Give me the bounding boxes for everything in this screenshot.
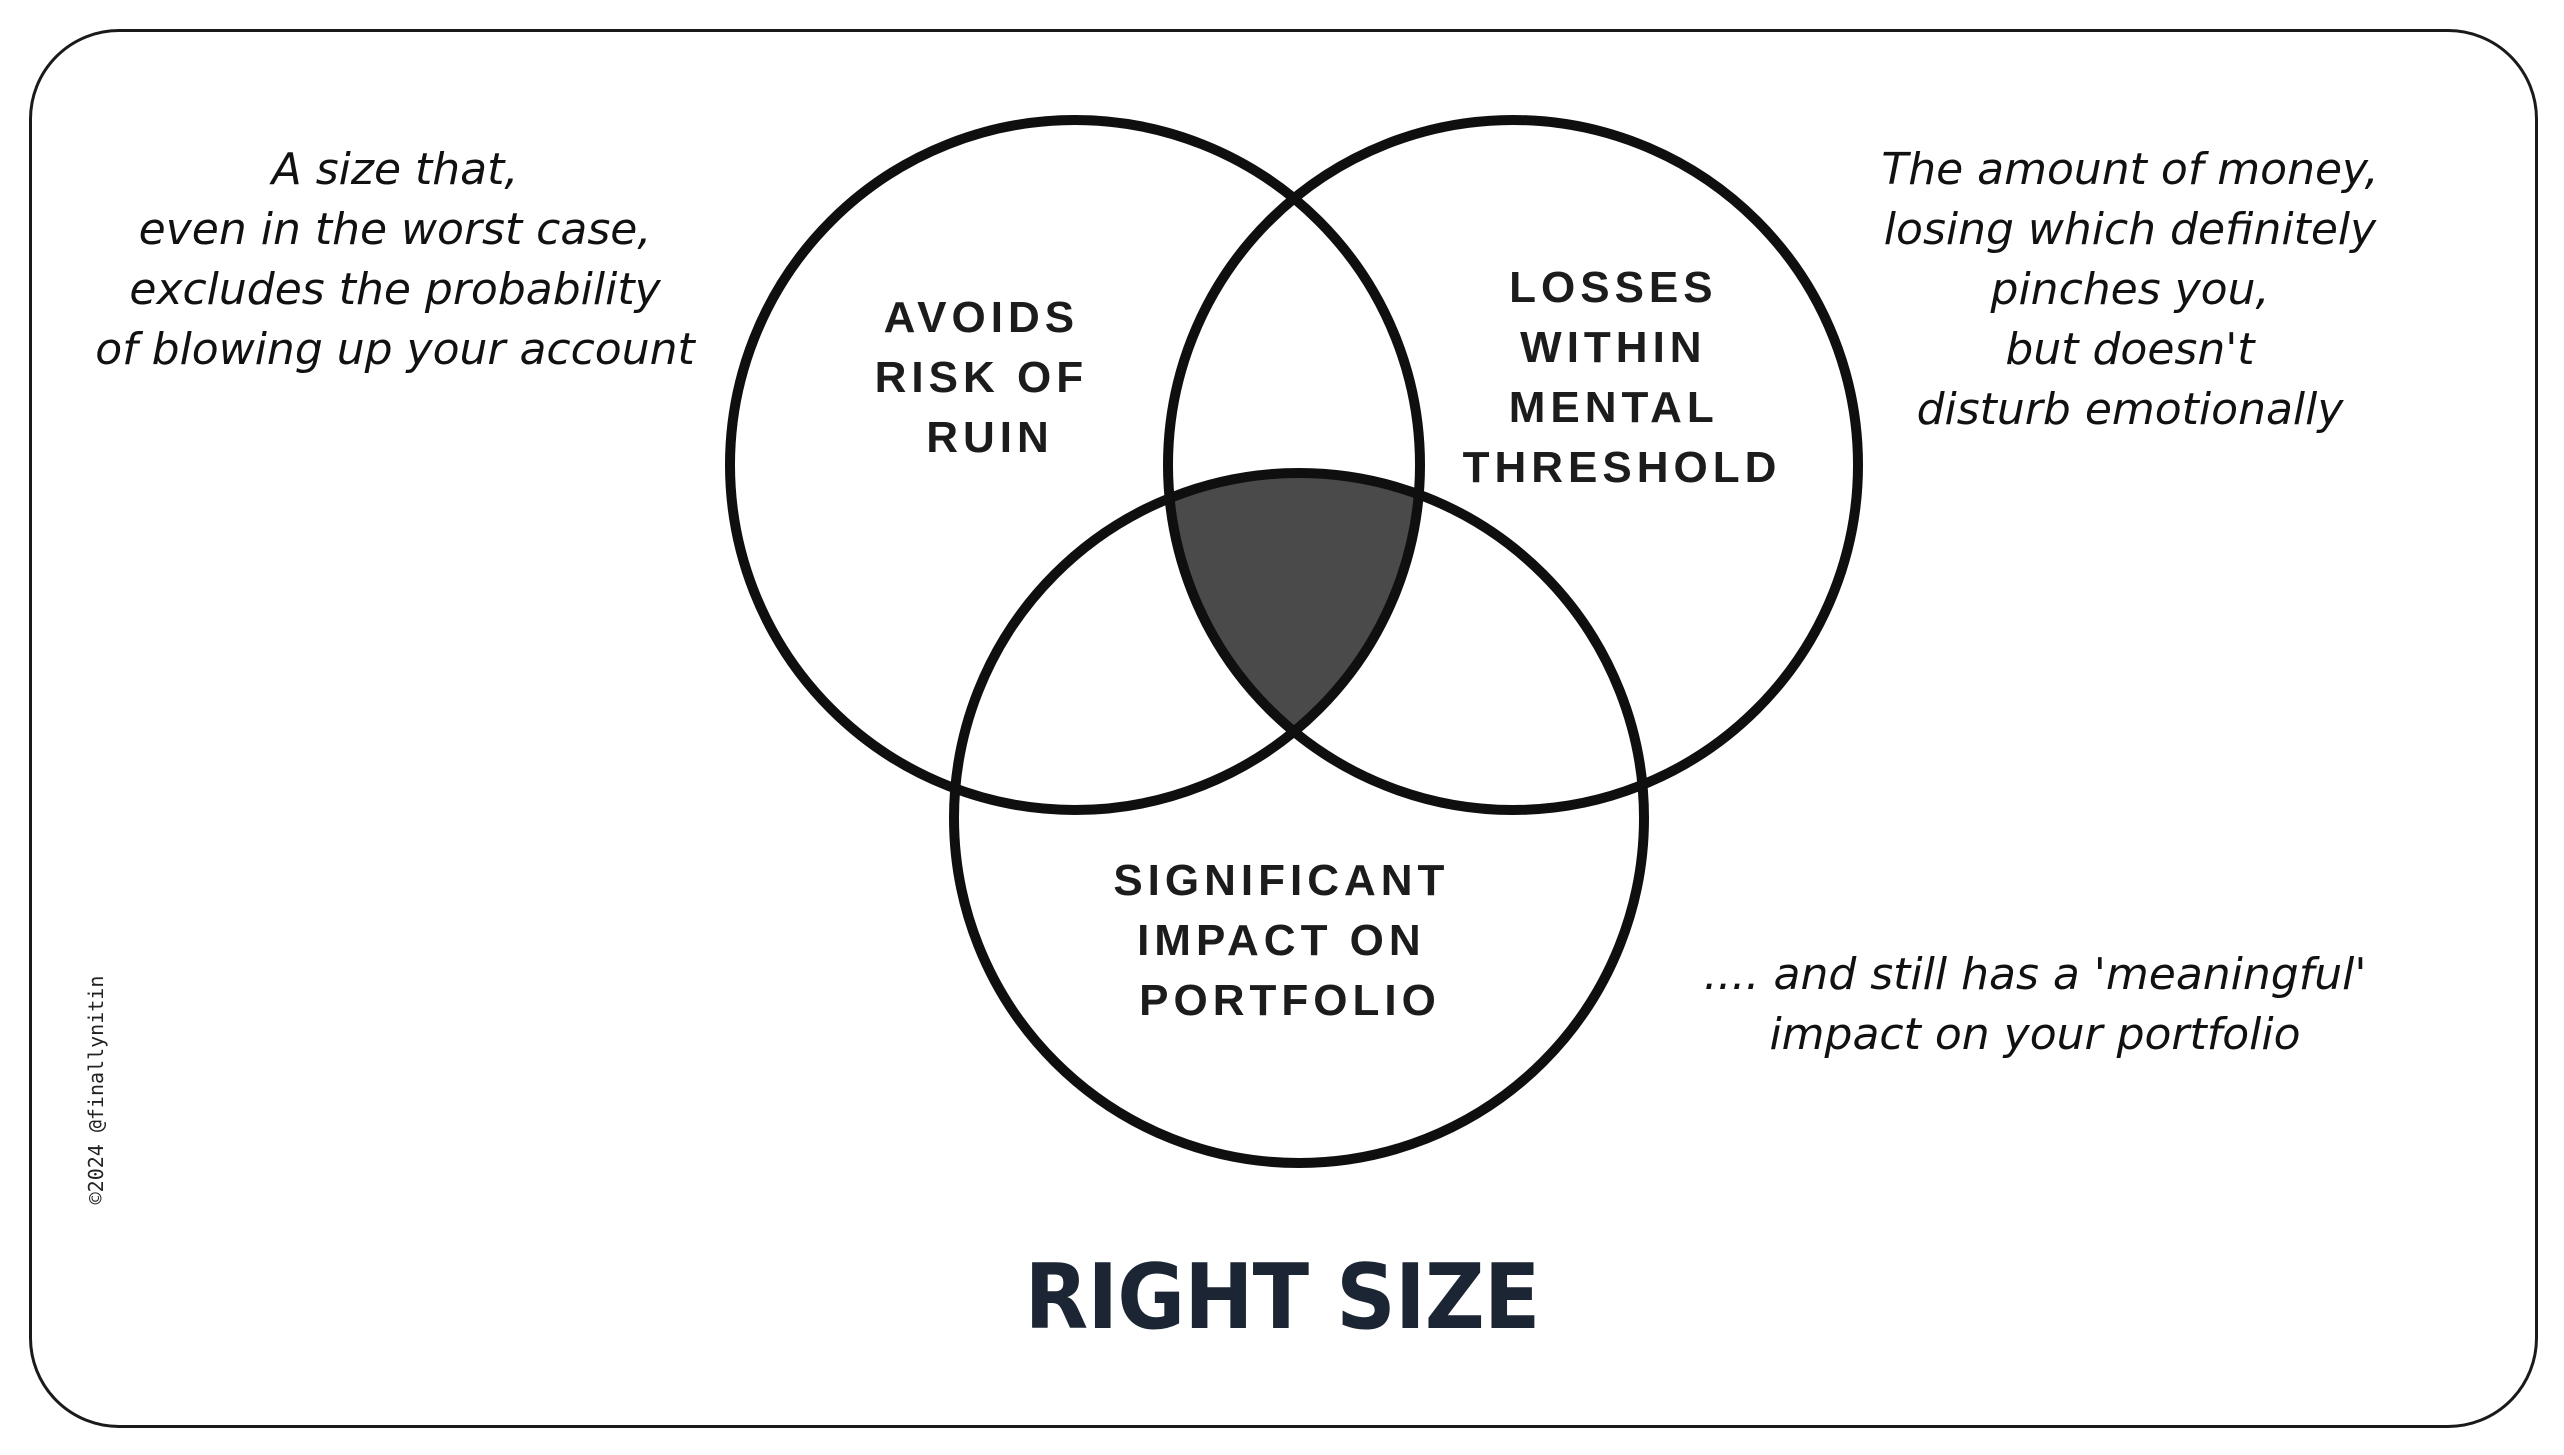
page-title: RIGHT SIZE [1024,1245,1541,1350]
label-line: RISK OF [875,353,1088,402]
annotation-right: The amount of money, losing which defini… [1850,140,2410,440]
circle-significant-impact-on-portfolio [949,468,1649,1168]
circle-losses-within-mental-threshold [1163,115,1863,815]
annotation-line: impact on your portfolio [1769,1009,2301,1060]
label-avoids-risk-of-ruin: AVOIDS RISK OF RUIN [875,293,1106,462]
annotation-line: disturb emotionally [1916,384,2344,435]
annotation-line: pinches you, [1990,264,2270,315]
label-line: THRESHOLD [1463,443,1782,492]
label-significant-impact-on-portfolio: SIGNIFICANT IMPACT ON PORTFOLIO [1113,856,1466,1025]
label-line: SIGNIFICANT [1113,856,1449,905]
annotation-bottom: .... and still has a 'meaningful' impact… [1655,945,2415,1065]
label-losses-within-mental-threshold: LOSSES WITHIN MENTAL THRESHOLD [1463,263,1782,492]
annotation-line: The amount of money, [1881,144,2379,195]
annotation-left: A size that, even in the worst case, exc… [70,140,720,380]
annotation-line: of blowing up your account [95,324,695,375]
label-line: IMPACT ON [1137,916,1426,965]
label-line: PORTFOLIO [1139,976,1441,1025]
annotation-line: excludes the probability [129,264,661,315]
label-line: AVOIDS [884,293,1079,342]
rounded-frame [29,29,2538,1428]
annotation-line: even in the worst case, [138,204,652,255]
annotation-line: A size that, [271,144,519,195]
label-line: RUIN [926,413,1054,462]
label-line: WITHIN [1520,323,1706,372]
annotation-line: but doesn't [2005,324,2255,375]
label-line: LOSSES [1509,263,1718,312]
circle-avoids-risk-of-ruin [725,115,1425,815]
annotation-line: losing which definitely [1883,204,2377,255]
label-line: MENTAL [1509,383,1718,432]
annotation-line: .... and still has a 'meaningful' [1703,949,2367,1000]
copyright-text: ©2024 @finallynitin [84,975,108,1205]
